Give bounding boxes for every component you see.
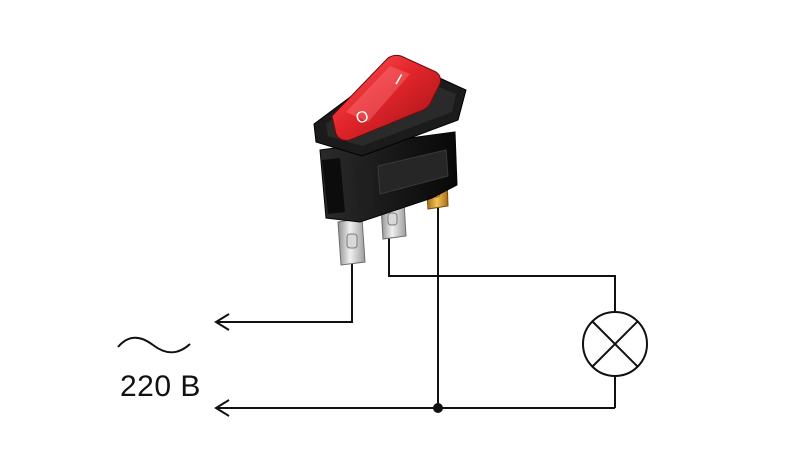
rocker-switch: I O <box>313 54 467 266</box>
terminal-middle-hole <box>387 212 398 226</box>
terminal-left-hole <box>346 233 358 249</box>
junction-dot <box>433 403 443 413</box>
voltage-label: 220 В <box>120 370 201 403</box>
ac-symbol-icon <box>117 336 191 354</box>
wire-to-lamp <box>388 232 616 312</box>
rocker-paddle[interactable] <box>331 54 441 141</box>
wire-phase <box>218 260 353 323</box>
lamp-symbol <box>582 311 648 377</box>
housing-clip-left <box>322 158 345 214</box>
housing-ridge <box>355 167 374 209</box>
arrow-head-icon <box>214 313 230 331</box>
rocker-highlight <box>346 66 410 122</box>
arrow-head-icon <box>214 399 230 417</box>
switch-off-mark: O <box>354 108 372 128</box>
housing-ridge <box>377 149 449 195</box>
wiring <box>218 205 616 409</box>
